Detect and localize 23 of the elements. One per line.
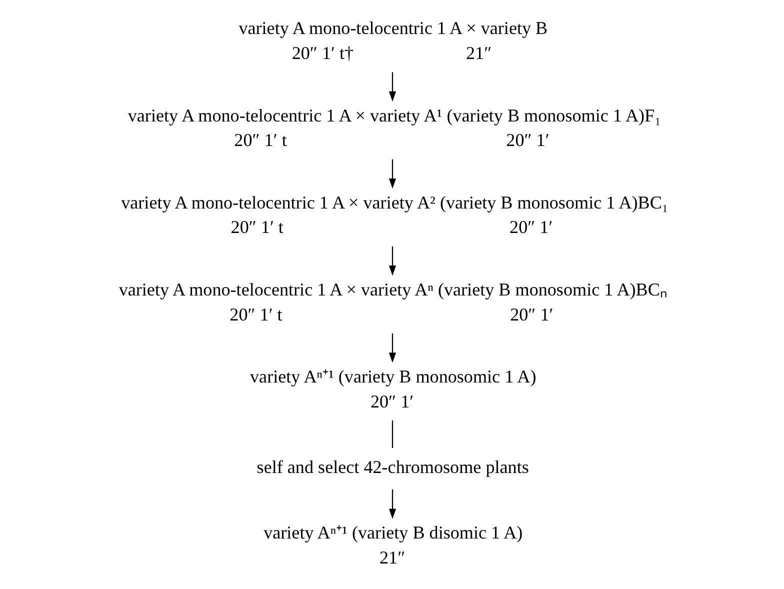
node-label: 20″ 1′ [510,304,553,324]
node-label: 20″ 1′ [370,391,414,412]
node-text: variety A mono-telocentric 1 A × variety Aⁿ (variety B monosomic 1 A)BCₙ [118,279,666,300]
connector [391,420,393,448]
node-label: 20″ 1′ [506,130,549,150]
node-label: 21″ [466,43,492,64]
arrow [388,159,396,189]
node-label: 20″ 1′ t† [291,43,354,64]
arrow [388,246,396,276]
node-text: self and select 42-chromosome plants [256,456,528,477]
node-text: variety A mono-telocentric 1 A × variety B [238,18,548,38]
arrow [388,72,396,102]
node-text: variety Aⁿ⁺¹ (variety B disomic 1 A) [263,522,522,543]
arrow [388,489,396,519]
node-text: variety A mono-telocentric 1 A × variety A¹ (variety B monosomic 1 A)F₁ [127,105,660,126]
node-label: 21″ [378,547,405,568]
node-text: variety A mono-telocentric 1 A × variety A² (variety B monosomic 1 A)BC₁ [120,192,668,212]
node-text: variety Aⁿ⁺¹ (variety B monosomic 1 A) [250,366,536,386]
node-label: 20″ 1′ t [234,130,286,150]
node-label: 20″ 1′ t [230,217,283,238]
node-label: 20″ 1′ [509,217,552,238]
node-label: 20″ 1′ t [229,304,282,324]
arrow [388,333,396,363]
